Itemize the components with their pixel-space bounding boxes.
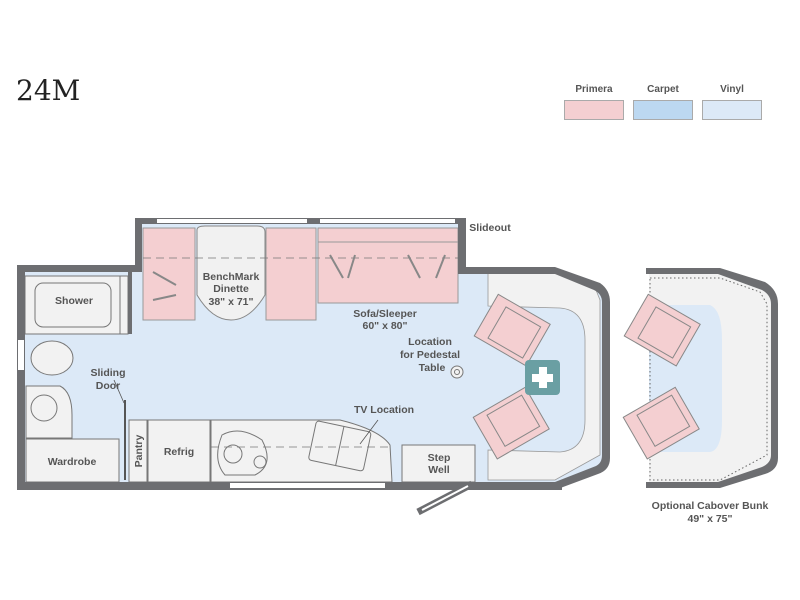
legend-swatch-vinyl bbox=[702, 100, 762, 120]
cabover-bunk bbox=[622, 268, 778, 488]
legend-vinyl: Vinyl bbox=[702, 84, 762, 120]
legend-label: Vinyl bbox=[720, 84, 744, 95]
label-cabover-1: Optional Cabover Bunk bbox=[652, 500, 769, 512]
pedestal-table-location bbox=[450, 365, 464, 379]
label-sliding-door-1: Sliding bbox=[91, 367, 126, 379]
label-tv-location: TV Location bbox=[354, 404, 414, 416]
legend-label: Primera bbox=[575, 84, 613, 95]
label-refrig: Refrig bbox=[164, 446, 194, 458]
label-dinette-3: 38" x 71" bbox=[209, 296, 254, 308]
label-sofa-2: 60" x 80" bbox=[363, 320, 408, 332]
dinette-table bbox=[196, 225, 266, 321]
galley-counter bbox=[210, 419, 393, 483]
label-slideout: Slideout bbox=[469, 222, 511, 234]
driver-seat bbox=[472, 386, 550, 460]
label-pedestal-1: Location bbox=[408, 336, 452, 348]
label-step-well-2: Well bbox=[428, 464, 449, 476]
step-well bbox=[401, 444, 476, 483]
first-aid-icon bbox=[525, 360, 560, 395]
legend-swatch-primera bbox=[564, 100, 624, 120]
label-step-well-1: Step bbox=[428, 452, 451, 464]
label-cabover-2: 49" x 75" bbox=[688, 513, 733, 525]
label-pantry: Pantry bbox=[133, 435, 145, 468]
label-sofa-1: Sofa/Sleeper bbox=[353, 308, 417, 320]
label-pedestal-3: Table bbox=[419, 362, 446, 374]
kitchen-sink bbox=[308, 420, 372, 472]
toilet bbox=[30, 340, 74, 376]
dinette-bench-front bbox=[265, 227, 317, 321]
label-dinette-2: Dinette bbox=[213, 283, 249, 295]
entry-door[interactable] bbox=[416, 480, 474, 516]
label-dinette-1: BenchMark bbox=[203, 271, 260, 283]
passenger-seat bbox=[473, 293, 551, 367]
label-pedestal-2: for Pedestal bbox=[400, 349, 460, 361]
shower-pan bbox=[34, 282, 112, 328]
label-shower: Shower bbox=[55, 295, 93, 307]
floorplan-title: 24M bbox=[16, 74, 81, 107]
sofa-sleeper bbox=[317, 227, 459, 304]
refrigerator bbox=[147, 419, 211, 483]
legend-carpet: Carpet bbox=[633, 84, 693, 120]
label-wardrobe: Wardrobe bbox=[48, 456, 97, 468]
dinette-bench-rear bbox=[142, 227, 196, 321]
legend-label: Carpet bbox=[647, 84, 679, 95]
windows bbox=[18, 219, 455, 488]
legend-primera: Primera bbox=[564, 84, 624, 120]
legend-swatch-carpet bbox=[633, 100, 693, 120]
wardrobe bbox=[25, 438, 120, 483]
label-sliding-door-2: Door bbox=[96, 380, 121, 392]
cab-floor bbox=[487, 271, 601, 481]
